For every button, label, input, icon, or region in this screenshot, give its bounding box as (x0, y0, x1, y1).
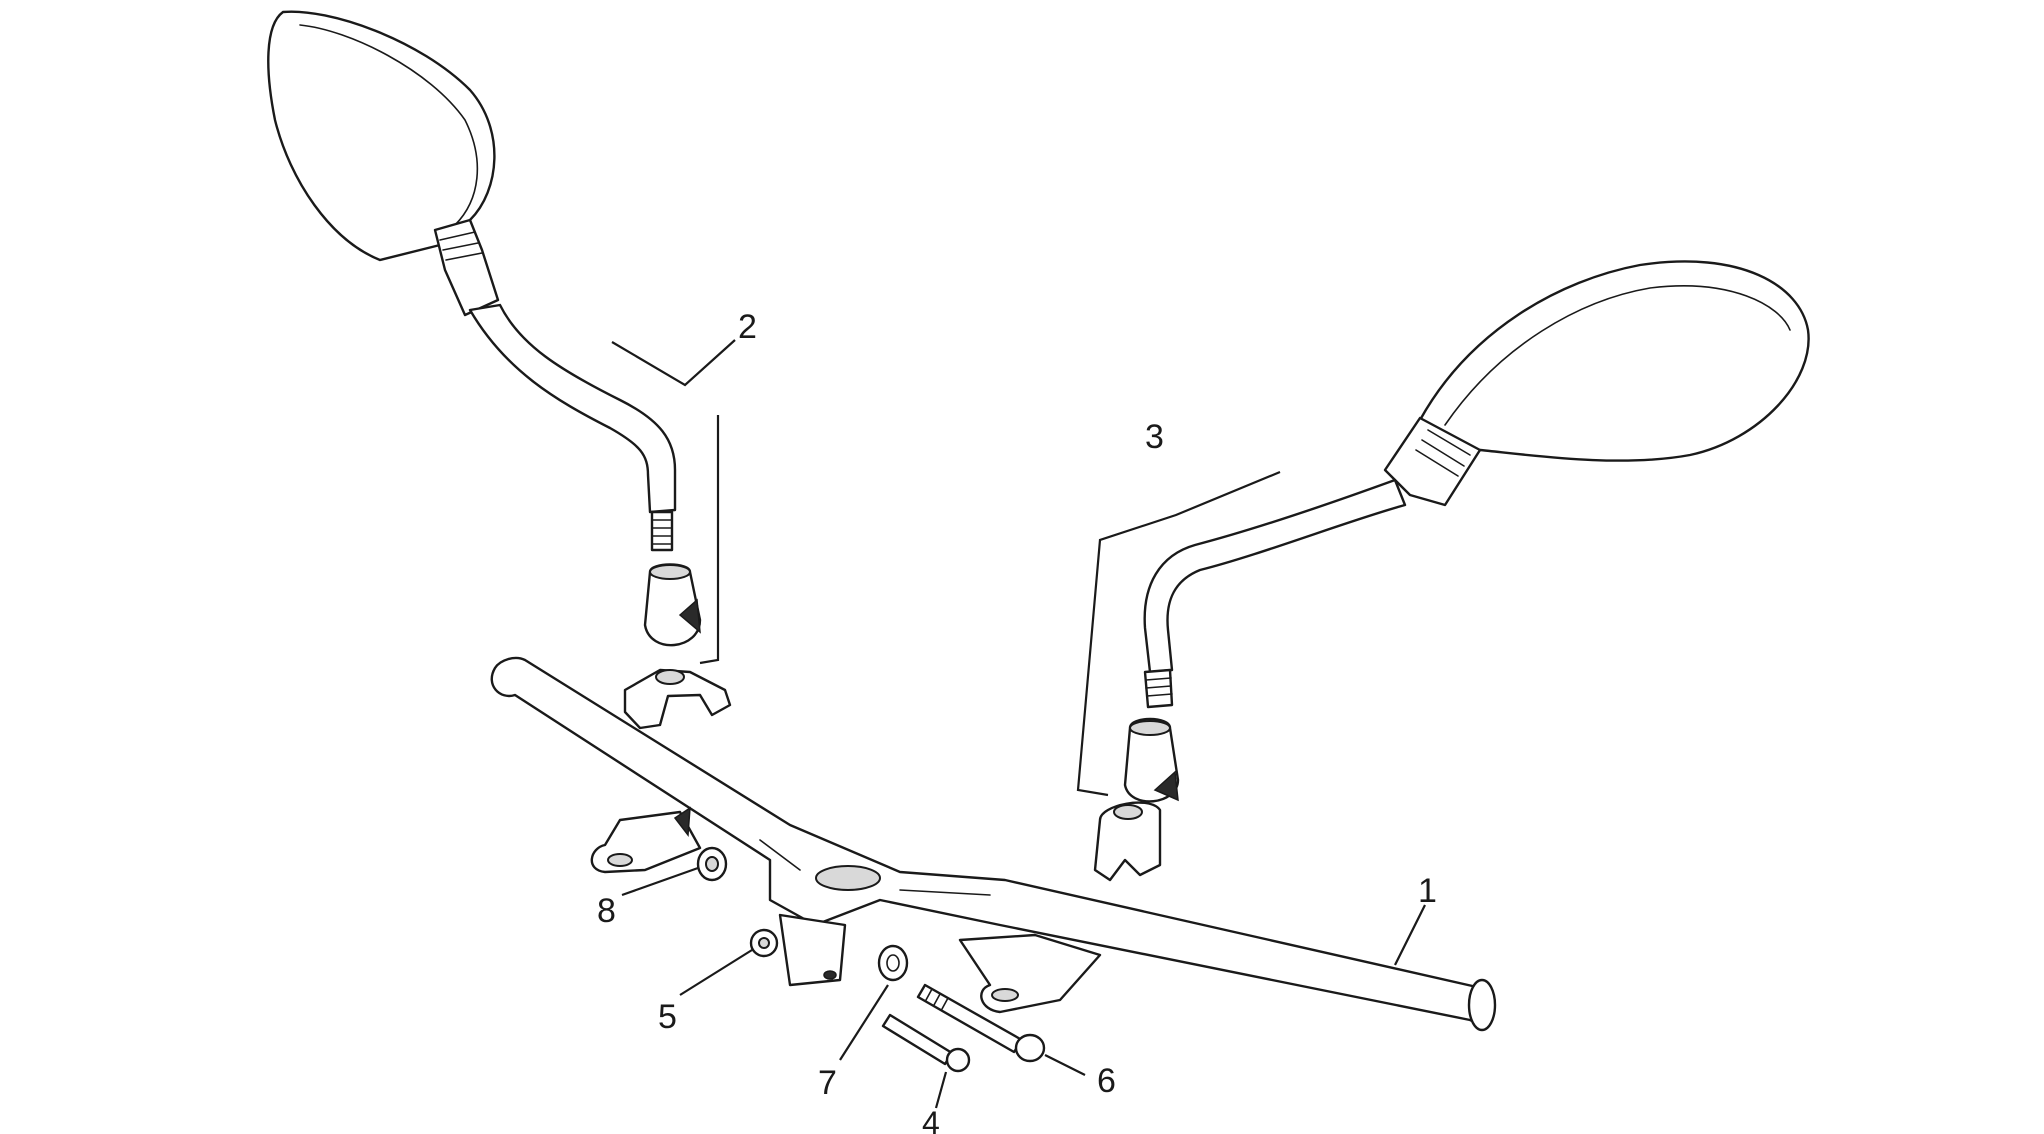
callout-8: 8 (597, 892, 616, 930)
left-mirror (267, 10, 732, 730)
handlebar (490, 656, 1497, 1032)
callout-6: 6 (1097, 1062, 1116, 1100)
callout-5: 5 (658, 998, 677, 1036)
callout-4: 4 (922, 1105, 940, 1134)
leader-8 (621, 866, 699, 897)
leader-1 (1394, 904, 1426, 966)
callout-1: 1 (1418, 872, 1437, 910)
nut (749, 928, 779, 958)
spacer (696, 846, 728, 882)
long-bolt (916, 983, 1046, 1063)
washer (877, 944, 909, 982)
leader-6 (1044, 1054, 1086, 1076)
right-mirror (1093, 260, 1810, 882)
leader-7 (839, 984, 889, 1061)
leader-4 (934, 1071, 948, 1109)
leader-2 (611, 339, 736, 665)
short-bolt (881, 1013, 971, 1073)
leader-3 (1076, 470, 1281, 797)
callout-2: 2 (738, 308, 757, 346)
leader-5 (679, 949, 753, 996)
callout-7: 7 (818, 1064, 837, 1102)
callout-3: 3 (1145, 418, 1164, 456)
